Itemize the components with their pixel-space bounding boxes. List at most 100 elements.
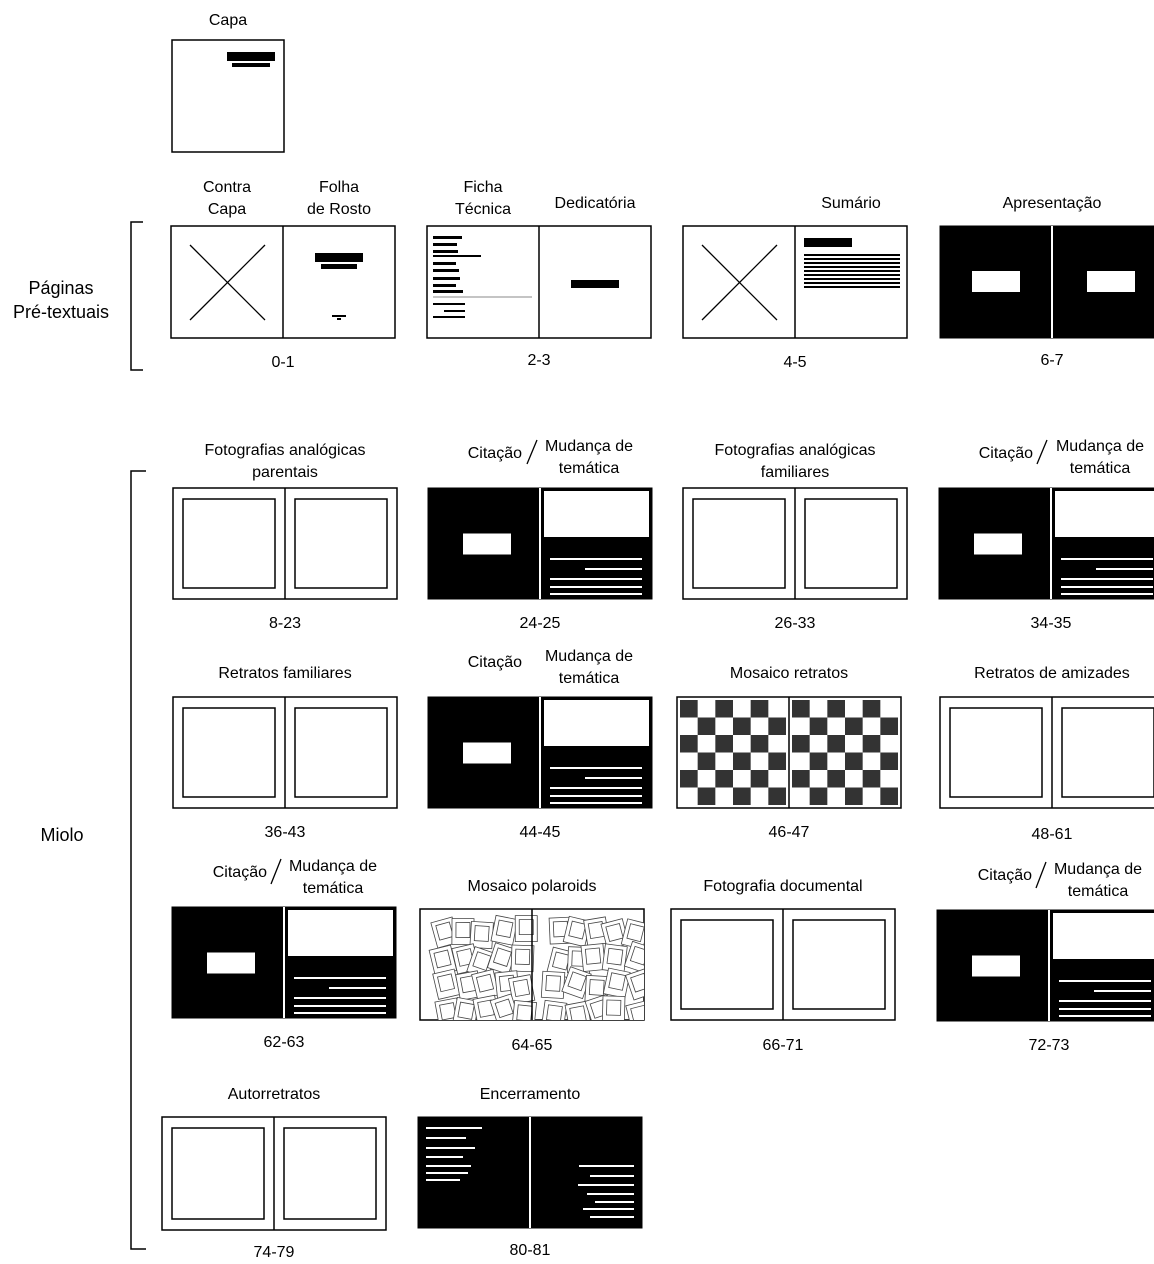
mosaic-square — [845, 753, 863, 771]
mosaic-square — [792, 770, 810, 788]
mosaic-square — [792, 735, 810, 753]
dedicatoria-label: Dedicatória — [539, 193, 651, 215]
spread-66-71 — [671, 909, 895, 1020]
cover-page — [172, 40, 284, 152]
contra-capa-label: Contra Capa — [171, 177, 283, 221]
mosaic-square — [733, 788, 751, 806]
credit-line — [433, 236, 462, 239]
title-block — [804, 238, 852, 247]
quote-box — [974, 534, 1022, 555]
mosaic-square — [792, 700, 810, 718]
polaroid-frame — [626, 1000, 654, 1031]
mosaic-square — [768, 718, 786, 736]
spread-2-3 — [427, 226, 651, 338]
text-box — [972, 271, 1020, 292]
mosaic-square — [680, 700, 698, 718]
citacao-label: Citação — [950, 865, 1032, 887]
slash-separator — [271, 859, 281, 884]
mosaic-square — [845, 788, 863, 806]
toc-line — [804, 270, 900, 272]
toc-line — [804, 254, 900, 256]
page-number-72-73: 72-73 — [937, 1035, 1154, 1057]
spread-title-26-33: Fotografias analógicas familiares — [683, 440, 907, 484]
polaroid-frame — [581, 944, 605, 972]
mosaic-square — [810, 753, 828, 771]
page-number-24-25: 24-25 — [428, 613, 652, 635]
credit-line — [433, 284, 456, 287]
spread-title-64-65: Mosaico polaroids — [420, 876, 644, 898]
mudanca-label: Mudança de temática — [1049, 436, 1151, 480]
mosaic-square — [715, 735, 733, 753]
quote-box — [463, 743, 511, 764]
bracket-miolo — [131, 471, 146, 1249]
mosaic-square — [698, 718, 716, 736]
mudanca-label: Mudança de temática — [1047, 859, 1149, 903]
text-line — [595, 1201, 634, 1203]
spread-72-73 — [937, 910, 1154, 1021]
title-block — [227, 52, 275, 61]
page-number-48-61: 48-61 — [940, 824, 1154, 846]
spread-26-33 — [683, 488, 907, 599]
bracket-pretextual — [131, 222, 143, 370]
polaroid-frame — [512, 1000, 537, 1028]
page-number-66-71: 66-71 — [671, 1035, 895, 1057]
quote-box — [972, 956, 1020, 977]
polaroid-frame — [491, 915, 518, 945]
polaroid — [542, 1000, 567, 1029]
mosaic-square — [698, 788, 716, 806]
image-block — [1055, 491, 1154, 537]
page-number-34-35: 34-35 — [939, 613, 1154, 635]
citacao-label: Citação — [951, 443, 1033, 465]
text-line — [579, 1165, 634, 1167]
mudanca-label: Mudança de temática — [538, 646, 640, 690]
section-label-miolo: Miolo — [20, 823, 104, 847]
page-number-44-45: 44-45 — [428, 822, 652, 844]
cover-title: Capa — [172, 10, 284, 32]
text-line — [426, 1147, 475, 1149]
polaroid — [602, 944, 627, 973]
spread-title-8-23: Fotografias analógicas parentais — [173, 440, 397, 484]
text-box — [1087, 271, 1135, 292]
spread-8-23 — [173, 488, 397, 599]
mosaic-square — [715, 700, 733, 718]
polaroid — [602, 996, 625, 1023]
spread-title-66-71: Fotografia documental — [671, 876, 895, 898]
text-line — [590, 1216, 634, 1218]
sumario-label: Sumário — [795, 193, 907, 215]
credit-line — [433, 255, 481, 257]
mosaic-square — [863, 735, 881, 753]
mosaic-square — [827, 700, 845, 718]
spread-48-61 — [940, 697, 1154, 808]
credit-line — [444, 310, 465, 312]
page-number-8-23: 8-23 — [173, 613, 397, 635]
polaroid — [626, 1000, 654, 1031]
subtitle-block — [232, 63, 270, 67]
polaroid — [603, 968, 630, 998]
text-line — [578, 1184, 634, 1186]
page-number-0-1: 0-1 — [171, 352, 395, 374]
mudanca-label: Mudança de temática — [282, 856, 384, 900]
spread-80-81 — [418, 1117, 642, 1228]
spread-24-25 — [428, 488, 652, 599]
spread-74-79 — [162, 1117, 386, 1230]
small-mark — [337, 318, 341, 320]
spread-4-5 — [683, 226, 907, 338]
text-line — [587, 1193, 634, 1195]
mosaic-square — [768, 788, 786, 806]
page-number-2-3: 2-3 — [427, 350, 651, 372]
spread-34-35 — [939, 488, 1154, 599]
page-number-4-5: 4-5 — [683, 352, 907, 374]
image-block — [544, 700, 649, 746]
mosaic-square — [863, 770, 881, 788]
mosaic-square — [733, 718, 751, 736]
mosaic-square — [751, 700, 769, 718]
toc-line — [804, 262, 900, 264]
text-line — [426, 1137, 466, 1139]
mosaic-square — [680, 735, 698, 753]
polaroid — [515, 916, 537, 942]
spread-0-1 — [171, 226, 395, 338]
citacao-label: Citação — [440, 443, 522, 465]
mosaic-square — [863, 700, 881, 718]
page-number-62-63: 62-63 — [172, 1032, 396, 1054]
